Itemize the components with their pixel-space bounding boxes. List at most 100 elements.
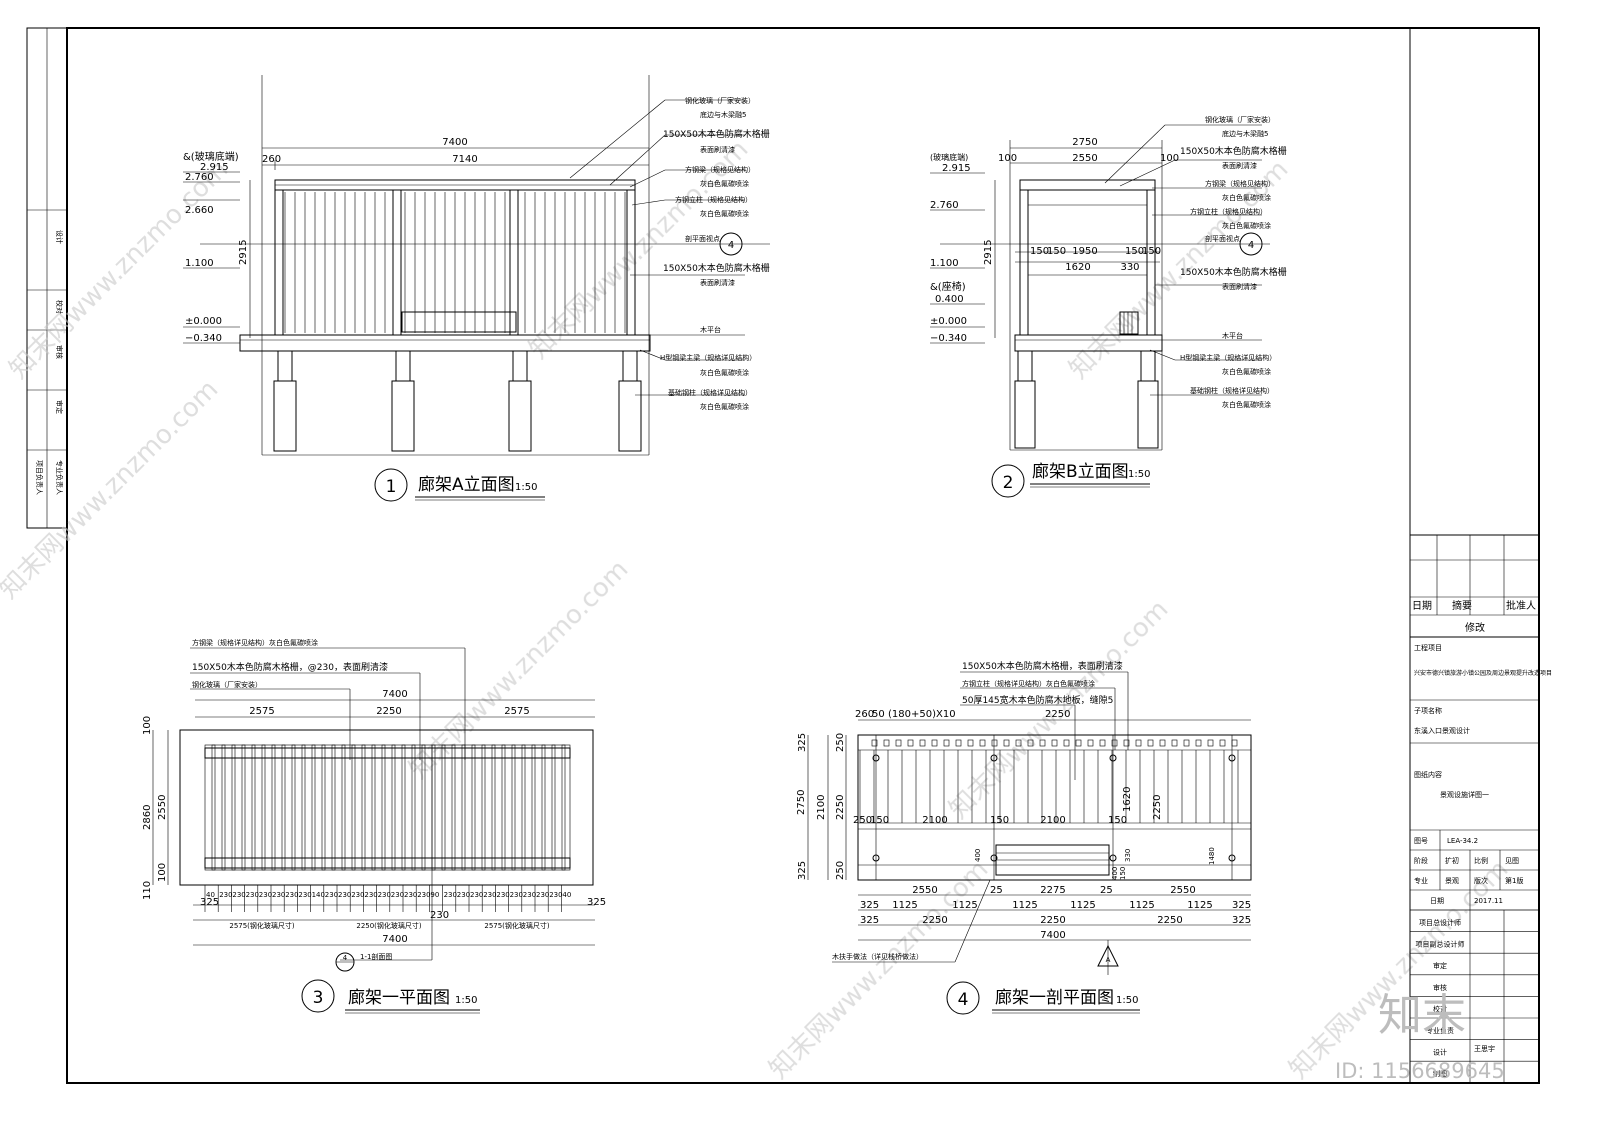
watermark: 知末网www.znzmo.com (764, 854, 995, 1085)
svg-text:150: 150 (1142, 246, 1161, 257)
left-strip-labels: 设计 校对 审核 审定 专业负责人 项目负责人 (35, 230, 64, 495)
timber-slat (461, 744, 466, 871)
foundation-pier (1014, 380, 1036, 449)
svg-text:东溪入口景观设计: 东溪入口景观设计 (1414, 726, 1470, 735)
dim-tick-label: 230 (523, 891, 536, 899)
svg-text:2860: 2860 (142, 805, 153, 830)
dim-tick-label: 230 (351, 891, 364, 899)
joist-mark (1207, 739, 1214, 747)
sign-row-label: 项目总设计师 (1419, 918, 1461, 927)
svg-text:灰白色氟碳喷涂: 灰白色氟碳喷涂 (1222, 367, 1271, 376)
view-number-circle (374, 468, 408, 502)
view-scale: 1:50 (455, 995, 477, 1006)
svg-text:基础钢柱（规格详见结构）: 基础钢柱（规格详见结构） (1190, 386, 1274, 395)
svg-text:2100: 2100 (816, 795, 827, 820)
view-number: 2 (1003, 473, 1014, 493)
view-scale: 1:50 (1116, 995, 1138, 1006)
svg-text:2250(钢化玻璃尺寸): 2250(钢化玻璃尺寸) (356, 921, 422, 930)
svg-text:木平台: 木平台 (700, 325, 721, 334)
view-title: 廊架一剖平面图 (995, 988, 1114, 1008)
joist-mark (1099, 739, 1106, 747)
dim-left: 260 (262, 154, 281, 165)
joist-mark (1015, 739, 1022, 747)
svg-text:7400: 7400 (1040, 930, 1065, 941)
timber-slat (501, 744, 506, 871)
svg-text:(180+50)X10: (180+50)X10 (888, 709, 956, 720)
dim-tick-label: 230 (470, 891, 483, 899)
strip-label: 项目负责人 (35, 460, 44, 495)
svg-text:灰白色氟碳喷涂: 灰白色氟碳喷涂 (700, 179, 749, 188)
svg-text:2250: 2250 (1040, 915, 1065, 926)
joist-mark (1195, 739, 1202, 747)
view-c-plan: 方钢梁（规格详见结构）灰白色氟碳喷涂 150X50木本色防腐木格栅，@230，表… (142, 638, 606, 1014)
louvers (284, 192, 626, 333)
svg-text:2250: 2250 (1045, 709, 1070, 720)
strip-label: 审定 (55, 400, 64, 414)
svg-text:2275: 2275 (1040, 885, 1065, 896)
svg-text:H型钢梁主梁（规格详见结构）: H型钢梁主梁（规格详见结构） (660, 353, 756, 362)
view-number: 3 (313, 988, 324, 1008)
svg-text:2915: 2915 (983, 240, 994, 265)
svg-text:LEA-34.2: LEA-34.2 (1447, 837, 1478, 845)
svg-text:150: 150 (1047, 246, 1066, 257)
sign-row-label: 审核 (1433, 983, 1447, 992)
svg-text:150X50木本色防腐木格栅: 150X50木本色防腐木格栅 (663, 262, 770, 274)
timber-slat (491, 744, 496, 871)
sign-row-label: 专业负责 (1426, 1026, 1454, 1035)
view-title: 廊架A立面图 (418, 475, 515, 495)
svg-text:2.760: 2.760 (930, 200, 959, 211)
svg-text:剖平面视点: 剖平面视点 (1205, 234, 1240, 243)
steel-column (277, 350, 293, 382)
view-number: 4 (958, 990, 969, 1010)
level-marks: &(玻璃底端) 2.915 2.760 2.660 1.100 ±0.000 −… (183, 150, 240, 344)
svg-text:325: 325 (860, 915, 879, 926)
svg-text:150X50木本色防腐木格栅: 150X50木本色防腐木格栅 (663, 128, 770, 140)
timber-slat (351, 744, 356, 871)
dim-tick-label: 140 (312, 891, 325, 899)
foundation-pier (618, 380, 642, 452)
section-mark (1239, 232, 1263, 256)
foundation-pier (273, 380, 297, 452)
dim-tick-label: 230 (285, 891, 298, 899)
svg-text:2750: 2750 (1072, 137, 1097, 148)
svg-text:2250: 2250 (1157, 915, 1182, 926)
dim-height: 2915 (238, 240, 249, 265)
svg-text:2575(钢化玻璃尺寸): 2575(钢化玻璃尺寸) (229, 921, 295, 930)
svg-text:灰白色氟碳喷涂: 灰白色氟碳喷涂 (1222, 193, 1271, 202)
svg-text:150: 150 (1119, 867, 1127, 880)
joist-mark (907, 739, 914, 747)
svg-text:2575(钢化玻璃尺寸): 2575(钢化玻璃尺寸) (484, 921, 550, 930)
timber-slat (371, 744, 376, 871)
sign-row-label: 审定 (1433, 961, 1447, 970)
svg-text:方钢梁（规格见结构）: 方钢梁（规格见结构） (685, 165, 755, 174)
svg-text:图纸内容: 图纸内容 (1414, 770, 1442, 779)
dim-tick-label: 230 (325, 891, 338, 899)
dim-tick-label: 230 (246, 891, 259, 899)
dim-tick-label: 90 (430, 891, 439, 899)
svg-text:150: 150 (1030, 246, 1049, 257)
sheet-border (66, 27, 1540, 1084)
svg-text:−0.340: −0.340 (185, 333, 222, 344)
svg-text:子项名称: 子项名称 (1414, 706, 1442, 715)
svg-text:阶段: 阶段 (1414, 856, 1428, 865)
svg-text:(玻璃底端): (玻璃底端) (930, 152, 968, 162)
svg-text:修改: 修改 (1465, 621, 1485, 634)
joist-mark (895, 739, 902, 747)
svg-text:底边与木梁融5: 底边与木梁融5 (700, 110, 746, 119)
dim-tick-label: 230 (549, 891, 562, 899)
svg-text:灰白色氟碳喷涂: 灰白色氟碳喷涂 (700, 368, 749, 377)
dim-total: 7400 (442, 137, 467, 148)
joist-mark (1111, 739, 1118, 747)
timber-slat (331, 744, 336, 871)
dim-tick-label: 230 (259, 891, 272, 899)
svg-text:1480: 1480 (1208, 847, 1216, 865)
sign-row-label: 制图 (1433, 1069, 1447, 1078)
dim-tick-label: 230 (444, 891, 457, 899)
svg-text:扩初: 扩初 (1445, 856, 1459, 865)
svg-text:2017.11: 2017.11 (1474, 897, 1503, 905)
steel-column (1140, 350, 1156, 382)
svg-text:木扶手做法（详见栈桥做法）: 木扶手做法（详见栈桥做法） (832, 952, 923, 961)
strip-label: 设计 (55, 230, 64, 244)
svg-text:400: 400 (974, 849, 982, 862)
svg-text:灰白色氟碳喷涂: 灰白色氟碳喷涂 (1222, 400, 1271, 409)
